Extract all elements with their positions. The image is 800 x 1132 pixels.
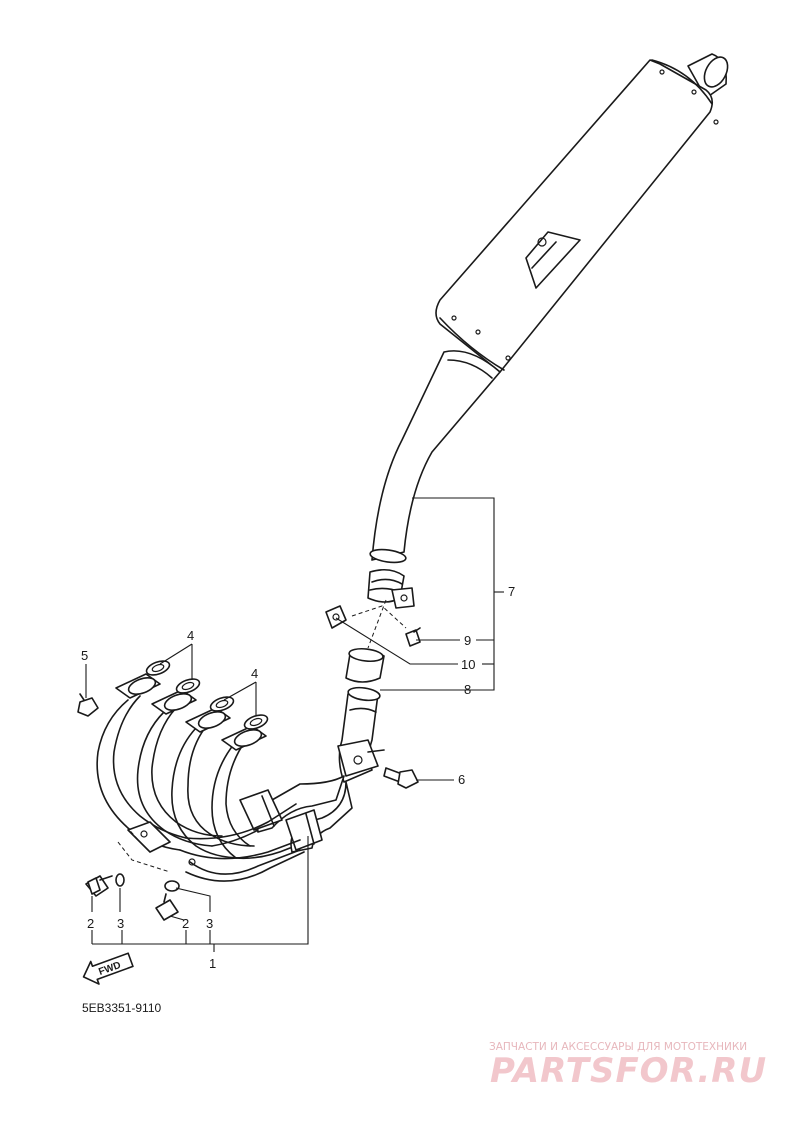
exhaust-header-pipes — [96, 695, 305, 882]
muffler — [435, 53, 729, 373]
part-number-4-lower: 4 — [251, 666, 258, 681]
nut-part-5 — [77, 693, 99, 717]
part-number-6: 6 — [458, 772, 465, 787]
part-number-5: 5 — [81, 648, 88, 663]
part-number-3-right: 3 — [206, 916, 213, 931]
forward-direction-arrow: FWD — [82, 952, 134, 985]
exhaust-header-collector — [239, 686, 385, 853]
bolt-part-6 — [383, 767, 419, 789]
watermark: ЗАПЧАСТИ И АКСЕССУАРЫ ДЛЯ МОТОТЕХНИКИ PA… — [489, 1041, 767, 1091]
bolt-part-9 — [405, 627, 421, 647]
part-number-labels: 1 2 3 2 3 4 4 5 6 7 8 9 10 — [81, 584, 515, 971]
leader-lines — [85, 497, 504, 952]
part-number-4-upper: 4 — [187, 628, 194, 643]
watermark-tagline: ЗАПЧАСТИ И АКСЕССУАРЫ ДЛЯ МОТОТЕХНИКИ — [489, 1041, 747, 1053]
guide-line-upper — [351, 605, 407, 629]
part-number-9: 9 — [464, 633, 471, 648]
header-flanges — [115, 673, 267, 751]
washer-part-3-left — [115, 873, 125, 887]
bolt-part-2-right — [155, 893, 179, 921]
washer-part-3-right — [164, 880, 180, 892]
part-number-8: 8 — [464, 682, 471, 697]
part-number-1: 1 — [209, 956, 216, 971]
drawing-code: 5EB3351-9110 — [82, 1001, 162, 1015]
clamp — [367, 568, 415, 609]
link-pipe — [369, 350, 501, 564]
part-number-2-left: 2 — [87, 916, 94, 931]
gasket — [345, 647, 385, 683]
guide-line-lower — [367, 599, 387, 649]
part-number-3-left: 3 — [117, 916, 124, 931]
part-number-10: 10 — [461, 657, 475, 672]
part-number-2-right: 2 — [182, 916, 189, 931]
header-gaskets — [145, 660, 269, 730]
watermark-logo: PARTSFOR.RU — [490, 1051, 767, 1091]
bolt-clamp-left — [325, 605, 347, 629]
bolt-part-2-left — [85, 875, 113, 897]
part-number-7: 7 — [508, 584, 515, 599]
